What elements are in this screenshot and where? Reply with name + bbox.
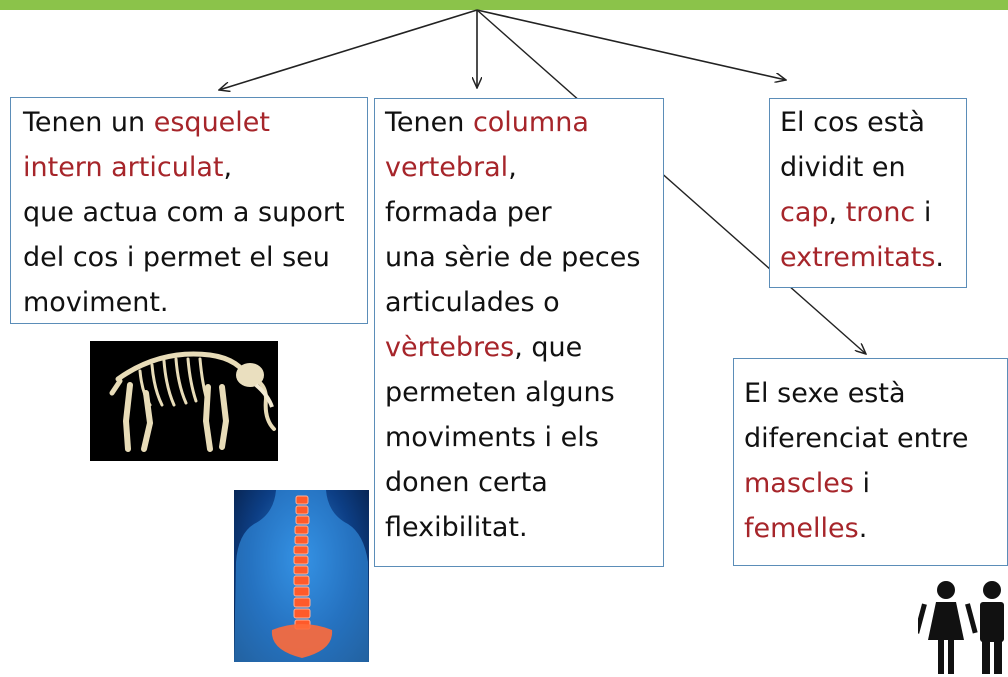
arrow-to-body-parts	[476, 9, 786, 80]
box4-line1: El sexe està	[744, 378, 906, 409]
box1-line1: Tenen un esquelet	[23, 107, 270, 138]
internal-skeleton-box: Tenen un esquelet intern articulat, que …	[10, 97, 368, 324]
box1-line3: que actua com a suport	[23, 197, 345, 228]
box2-line1: Tenen columna	[385, 107, 589, 138]
top-bar	[0, 0, 1008, 10]
arrow-to-skeleton	[219, 9, 478, 90]
box3-line1: El cos està	[780, 107, 925, 138]
box1-line2: intern articulat,	[23, 152, 233, 183]
box2-line5: articulades o	[385, 287, 560, 318]
box2-line7: permeten alguns	[385, 377, 615, 408]
box2-line4: una sèrie de peces	[385, 242, 641, 273]
elephant-skeleton-image	[90, 341, 278, 461]
box4-line3: mascles i	[744, 468, 871, 499]
body-parts-box: El cos està dividit en cap, tronc i extr…	[769, 98, 967, 288]
box2-line6: vèrtebres, que	[385, 332, 583, 363]
box1-line4: del cos i permet el seu	[23, 242, 330, 273]
box2-line2: vertebral,	[385, 152, 517, 183]
woman-man-icon	[918, 578, 1008, 677]
box3-line3: cap, tronc i	[780, 197, 932, 228]
sexes-box: El sexe està diferenciat entre mascles i…	[733, 358, 1008, 566]
box3-line2: dividit en	[780, 152, 906, 183]
box1-line5: moviment.	[23, 287, 169, 318]
arrow-to-sexes	[476, 9, 866, 354]
spine-image	[234, 490, 369, 662]
box2-line9: donen certa	[385, 467, 548, 498]
box2-line3: formada per	[385, 197, 552, 228]
box3-line4: extremitats.	[780, 242, 945, 273]
box4-line2: diferenciat entre	[744, 423, 969, 454]
box2-line8: moviments i els	[385, 422, 599, 453]
vertebral-column-box: Tenen columna vertebral, formada per una…	[374, 98, 664, 567]
box4-line4: femelles.	[744, 513, 868, 544]
box2-line10: flexibilitat.	[385, 512, 528, 543]
